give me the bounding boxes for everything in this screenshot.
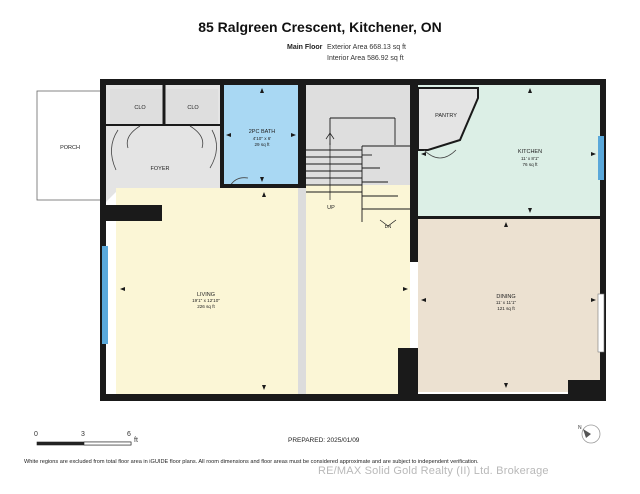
living-label: LIVING — [197, 292, 215, 298]
dining-fill — [418, 218, 600, 392]
scale-mark-0: 0 — [34, 431, 38, 438]
kitchen-area: 76 sq ft — [522, 162, 538, 167]
closet-fill — [110, 89, 162, 125]
porch-area — [36, 90, 103, 201]
walls — [100, 79, 606, 401]
scale-bar — [36, 441, 132, 446]
bath-label: 2PC BATH — [249, 129, 276, 135]
interior-area: Interior Area 586.92 sq ft — [327, 55, 404, 62]
porch-label: PORCH — [60, 145, 80, 151]
closet-fill-2 — [166, 89, 218, 125]
brokerage-watermark: RE/MAX Solid Gold Realty (II) Ltd. Broke… — [318, 465, 549, 477]
kitchen-dims: 11' x 8'1" — [521, 156, 539, 161]
divider-strip — [298, 188, 306, 394]
foyer-label: FOYER — [151, 166, 170, 172]
door-swing-2 — [209, 129, 217, 169]
stairs-down-label: DN — [385, 224, 392, 229]
dimension-arrows — [120, 88, 596, 390]
bath-area: 29 sq ft — [254, 142, 270, 147]
page-title: 85 Ralgreen Crescent, Kitchener, ON — [198, 19, 442, 35]
dining-opening — [410, 262, 418, 350]
living-area: 226 sq ft — [197, 304, 215, 309]
window-living — [102, 246, 108, 344]
living-fill — [116, 188, 298, 394]
living-dims: 19'1" x 12'10" — [192, 298, 220, 303]
disclaimer-text: White regions are excluded from total fl… — [24, 459, 479, 465]
stairs — [306, 117, 416, 227]
stairs-up-label: UP — [327, 205, 335, 211]
closet-label: CLO — [134, 105, 146, 111]
living-fill-2 — [306, 185, 411, 394]
dining-door — [597, 293, 605, 353]
compass-icon: N — [578, 424, 601, 444]
prepared-date: PREPARED: 2025/01/09 — [288, 437, 360, 444]
pantry-label: PANTRY — [435, 113, 457, 119]
dining-label: DINING — [496, 294, 515, 300]
floor-label: Main Floor — [287, 44, 323, 51]
window-kitchen — [598, 136, 604, 180]
door-swing-4 — [189, 125, 204, 149]
scale-unit: ft — [134, 437, 138, 444]
door-swing-6 — [423, 149, 457, 159]
bath-fill — [220, 84, 305, 186]
scale-mark-6: 6 — [127, 431, 131, 438]
dining-area: 121 sq ft — [497, 306, 515, 311]
dining-dims: 11' x 11'1" — [496, 300, 517, 305]
compass-label: N — [578, 425, 582, 431]
exterior-area: Exterior Area 668.13 sq ft — [327, 44, 406, 51]
door-swing — [111, 129, 119, 171]
scale-mark-3: 3 — [81, 431, 85, 438]
closet-label-2: CLO — [187, 105, 199, 111]
kitchen-label: KITCHEN — [518, 149, 542, 155]
bath-dims: 4'10" x 6' — [253, 136, 272, 141]
door-swing-3 — [126, 125, 141, 149]
